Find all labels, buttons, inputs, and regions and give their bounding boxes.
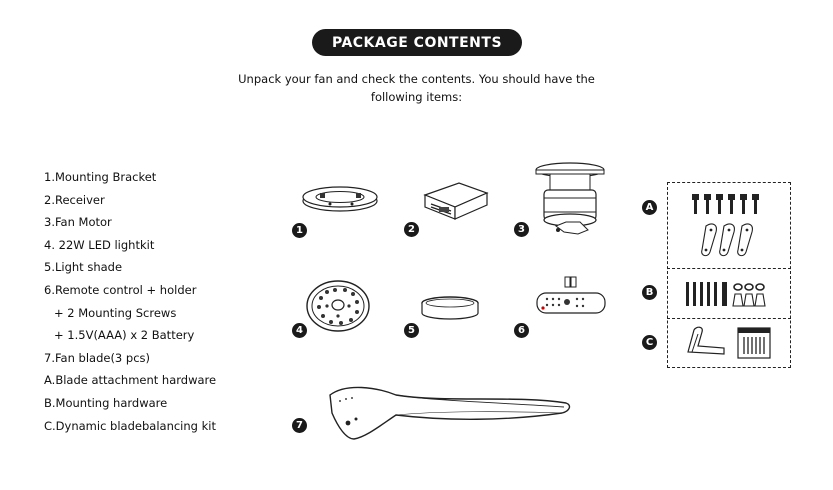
- hardware-kit-box: [667, 182, 791, 368]
- list-item: 1.Mounting Bracket: [44, 170, 157, 184]
- receiver-icon: [423, 182, 489, 220]
- list-item: 3.Fan Motor: [44, 215, 112, 230]
- led-lightkit-icon: [306, 280, 370, 332]
- list-item: + 2 Mounting Screws: [54, 305, 177, 320]
- list-item: C.Dynamic bladebalancing kit: [44, 418, 216, 433]
- list-item: + 1.5V(AAA) x 2 Battery: [54, 328, 195, 343]
- blade-hardware-icon: [692, 194, 759, 257]
- page-title: PACKAGE CONTENTS: [312, 29, 522, 56]
- list-item: B.Mounting hardware: [44, 395, 168, 410]
- contents-list: 1.Mounting Bracket 2.Receiver 3.Fan Moto…: [44, 166, 216, 437]
- badge-5: 5: [404, 323, 419, 338]
- list-item: 6.Remote control + holder: [44, 282, 197, 297]
- badge-4: 4: [292, 323, 307, 338]
- fan-blade-icon: [329, 386, 571, 440]
- remote-control-icon: [536, 276, 606, 314]
- badge-c: C: [642, 335, 657, 350]
- light-shade-icon: [421, 296, 479, 320]
- list-item: A.Blade attachment hardware: [44, 373, 217, 388]
- badge-a: A: [642, 200, 657, 215]
- badge-3: 3: [514, 222, 529, 237]
- intro-line-1: Unpack your fan and check the contents. …: [238, 72, 595, 86]
- fan-motor-icon: [535, 162, 605, 235]
- list-item: 4. 22W LED lightkit: [44, 237, 155, 252]
- badge-6: 6: [514, 323, 529, 338]
- balancing-kit-icon: [687, 326, 771, 359]
- list-item: 7.Fan blade(3 pcs): [44, 350, 150, 365]
- badge-7: 7: [292, 418, 307, 433]
- badge-1: 1: [292, 223, 307, 238]
- badge-2: 2: [404, 222, 419, 237]
- intro-line-2: following items:: [370, 90, 463, 104]
- kit-divider: [667, 318, 791, 319]
- mounting-hardware-icon: [686, 282, 766, 307]
- kit-divider: [667, 268, 791, 269]
- list-item: 2.Receiver: [44, 192, 105, 207]
- mounting-bracket-icon: [302, 186, 378, 212]
- list-item: 5.Light shade: [44, 260, 123, 275]
- badge-b: B: [642, 285, 657, 300]
- intro-text: Unpack your fan and check the contents. …: [200, 70, 633, 106]
